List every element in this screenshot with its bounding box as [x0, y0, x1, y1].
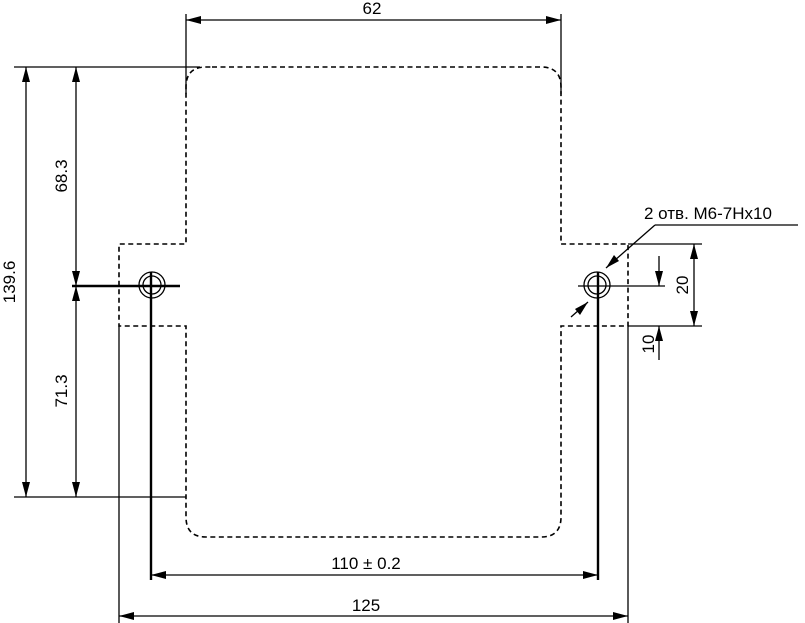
dim-hole-spacing-label: 110 ± 0.2 — [331, 554, 401, 573]
hole-callout-label: 2 отв. М6-7Нх10 — [644, 204, 772, 223]
dim-total-height-label: 139.6 — [0, 261, 19, 304]
dim-top-width-label: 62 — [363, 0, 382, 18]
dim-total-width: 125 — [118, 326, 629, 623]
dim-total-width-label: 125 — [352, 596, 380, 615]
part-outline — [118, 66, 629, 538]
dim-total-height: 139.6 — [0, 66, 200, 498]
dim-hole-offset: 10 — [612, 256, 665, 360]
dim-hole-offset-label: 10 — [639, 335, 658, 354]
hole-callout: 2 отв. М6-7Нх10 — [570, 204, 798, 318]
dim-top-width: 62 — [185, 0, 562, 94]
dim-upper-height-label: 68.3 — [52, 159, 71, 192]
dim-hole-spacing: 110 ± 0.2 — [151, 554, 598, 579]
dim-flange-height: 20 — [628, 243, 702, 327]
dim-lower-height-label: 71.3 — [52, 374, 71, 407]
dim-flange-height-label: 20 — [673, 276, 692, 295]
dim-upper-lower-height: 68.3 71.3 — [52, 67, 80, 497]
